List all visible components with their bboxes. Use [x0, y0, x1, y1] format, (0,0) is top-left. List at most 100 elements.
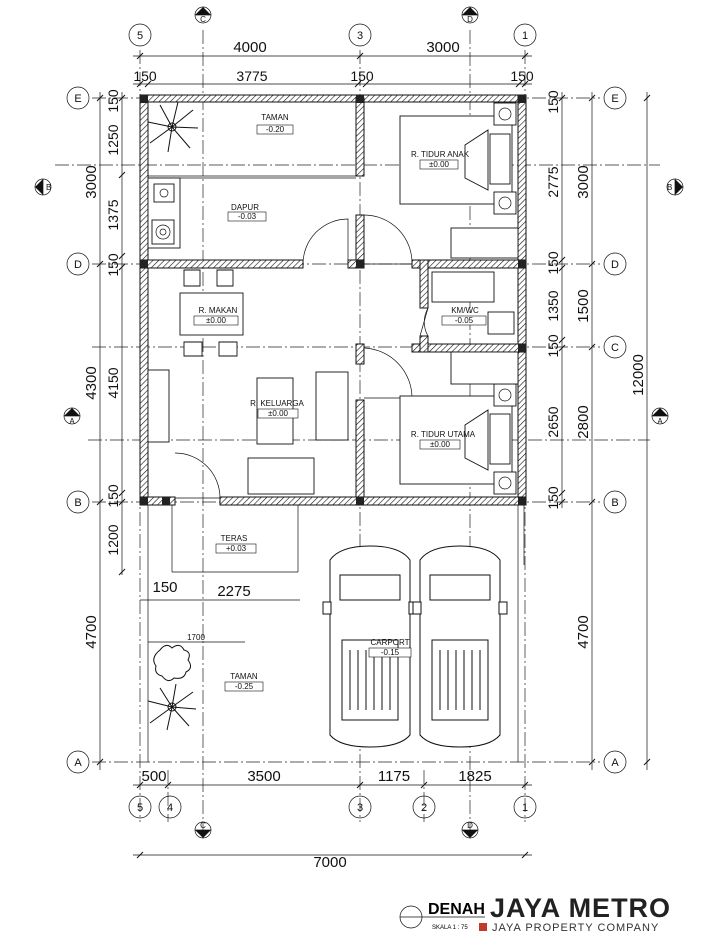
dim-top-150b: 150 [350, 68, 374, 84]
dim-left-150c: 150 [105, 484, 121, 508]
section-marker-a-right: A [651, 407, 669, 426]
dim-right-4700: 4700 [575, 615, 592, 648]
svg-text:A: A [657, 417, 663, 426]
room-label-carport: CARPORT-0.15 [368, 638, 412, 658]
svg-text:E: E [74, 93, 81, 105]
column-bubbles: 5 3 1 5 4 3 2 1 [128, 23, 537, 819]
svg-text:-0.15: -0.15 [381, 648, 400, 657]
grid-bubble-2-bottom: 2 [412, 795, 436, 819]
svg-text:D: D [611, 259, 619, 271]
plant-icon [147, 101, 199, 153]
svg-text:B: B [611, 497, 618, 509]
section-marker-c-top: C [194, 6, 212, 24]
room-labels: TAMAN-0.20 DAPUR-0.03 R. TIDUR ANAK±0.00… [193, 113, 487, 692]
svg-text:D: D [467, 821, 473, 830]
dim-bottom-500: 500 [141, 768, 166, 785]
svg-text:D: D [467, 15, 473, 24]
drawing-scale: SKALA 1 : 75 [432, 925, 468, 931]
site-outlines [147, 505, 525, 762]
svg-text:2: 2 [421, 802, 427, 814]
grid-bubble-3-top: 3 [348, 23, 372, 47]
dim-right-150d: 150 [545, 486, 561, 510]
dim-top-3000: 3000 [426, 39, 459, 56]
room-label-teras: TERAS+0.03 [215, 534, 257, 554]
section-marker-b-left: B [34, 178, 52, 196]
dim-left-150b: 150 [105, 253, 121, 277]
svg-text:±0.00: ±0.00 [206, 316, 227, 325]
drawing-title: DENAH [428, 901, 485, 918]
dim-left-1250: 1250 [105, 124, 121, 155]
section-marker-b-right: B [666, 178, 684, 196]
section-marker-c-bottom: C [194, 821, 212, 839]
dim-right-2650: 2650 [545, 406, 561, 437]
dim-teras-150: 150 [152, 579, 177, 596]
svg-text:A: A [74, 757, 82, 769]
grid-bubble-d-right: D [603, 252, 627, 276]
dim-left-150a: 150 [105, 89, 121, 113]
dim-top-150c: 150 [510, 68, 534, 84]
dim-right-2775: 2775 [545, 166, 561, 197]
svg-text:C: C [200, 15, 206, 24]
svg-text:R. KELUARGA: R. KELUARGA [250, 399, 304, 408]
grid-bubble-a-left: A [66, 750, 90, 774]
grid-bubble-d-left: D [66, 252, 90, 276]
svg-text:B: B [46, 183, 51, 192]
company-logo-mark [479, 923, 487, 931]
svg-text:±0.00: ±0.00 [429, 160, 450, 169]
car-icon [412, 545, 508, 748]
room-label-makan: R. MAKAN±0.00 [193, 306, 239, 326]
svg-text:TAMAN: TAMAN [261, 113, 289, 122]
dim-bottom-7000: 7000 [313, 854, 346, 871]
svg-text:E: E [611, 93, 618, 105]
dim-top-3775: 3775 [236, 68, 267, 84]
grid-bubble-4-bottom: 4 [158, 795, 182, 819]
section-marker-d-top: D [461, 6, 479, 24]
svg-text:D: D [74, 259, 82, 271]
dim-right-2800: 2800 [575, 405, 592, 438]
svg-text:-0.20: -0.20 [266, 125, 285, 134]
dim-taman-1700: 1700 [187, 633, 205, 642]
section-marker-d-bottom: D [461, 821, 479, 839]
svg-text:4: 4 [167, 802, 173, 814]
dim-top-4000: 4000 [233, 39, 266, 56]
row-bubbles: E D B A E D C B A [66, 86, 627, 774]
dim-right-1350: 1350 [545, 290, 561, 321]
grid-bubble-5-bottom: 5 [128, 795, 152, 819]
grid-bubble-b-left: B [66, 490, 90, 514]
svg-text:5: 5 [137, 30, 143, 42]
dim-right-150c: 150 [545, 334, 561, 358]
dim-left-4150: 4150 [105, 367, 121, 398]
svg-text:DAPUR: DAPUR [231, 203, 259, 212]
svg-text:-0.25: -0.25 [235, 682, 254, 691]
svg-text:B: B [74, 497, 81, 509]
grid-bubble-1-top: 1 [513, 23, 537, 47]
svg-text:R. MAKAN: R. MAKAN [199, 306, 238, 315]
doors [174, 214, 429, 499]
svg-text:-0.05: -0.05 [455, 316, 474, 325]
svg-text:1: 1 [522, 802, 528, 814]
dimension-lines [96, 52, 651, 859]
svg-text:KM/WC: KM/WC [451, 306, 479, 315]
grid-bubble-3-bottom: 3 [348, 795, 372, 819]
dim-left-4300: 4300 [83, 366, 100, 399]
dim-teras-2275: 2275 [217, 583, 250, 600]
structural-columns [140, 95, 526, 505]
dim-left-1375: 1375 [105, 199, 121, 230]
dim-right-1500: 1500 [575, 289, 592, 322]
grid-bubble-5-top: 5 [128, 23, 152, 47]
room-label-dapur: DAPUR-0.03 [227, 203, 267, 222]
car-icon [322, 545, 418, 748]
dim-bottom-3500: 3500 [247, 768, 280, 785]
dim-bottom-1825: 1825 [458, 768, 491, 785]
room-label-kmwc: KM/WC-0.05 [441, 306, 487, 326]
dim-right-150b: 150 [545, 251, 561, 275]
room-label-keluarga: R. KELUARGA±0.00 [250, 399, 305, 419]
svg-text:A: A [69, 417, 75, 426]
svg-text:-0.03: -0.03 [238, 212, 257, 221]
title-block: DENAH SKALA 1 : 75 JAYA METRO JAYA PROPE… [399, 893, 670, 934]
room-label-tidur-utama: R. TIDUR UTAMA±0.00 [411, 430, 476, 450]
svg-text:3: 3 [357, 30, 363, 42]
dim-left-4700: 4700 [83, 615, 100, 648]
shrub-icon [153, 644, 192, 682]
